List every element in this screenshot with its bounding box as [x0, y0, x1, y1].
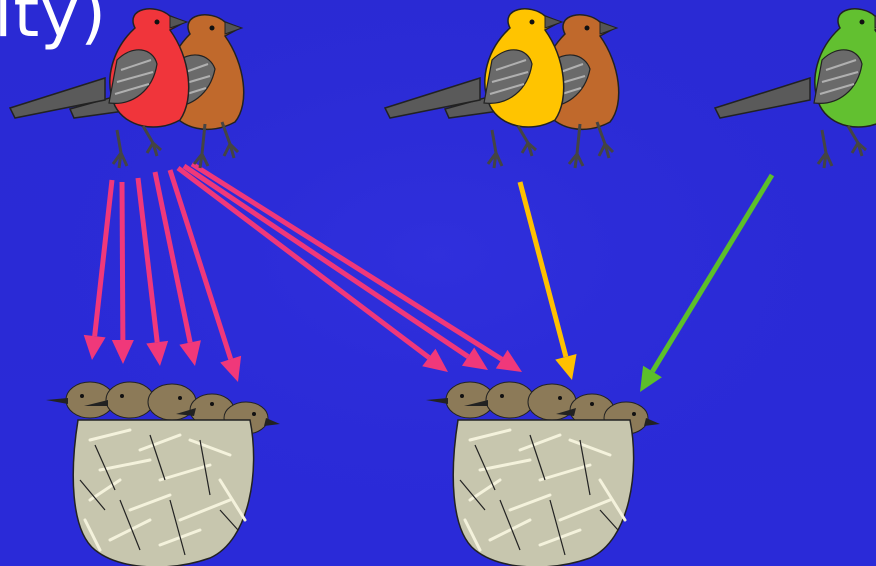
arrow-red-pair-to-nest-left-1: [122, 182, 123, 340]
title-fragment: ity): [0, 0, 107, 51]
